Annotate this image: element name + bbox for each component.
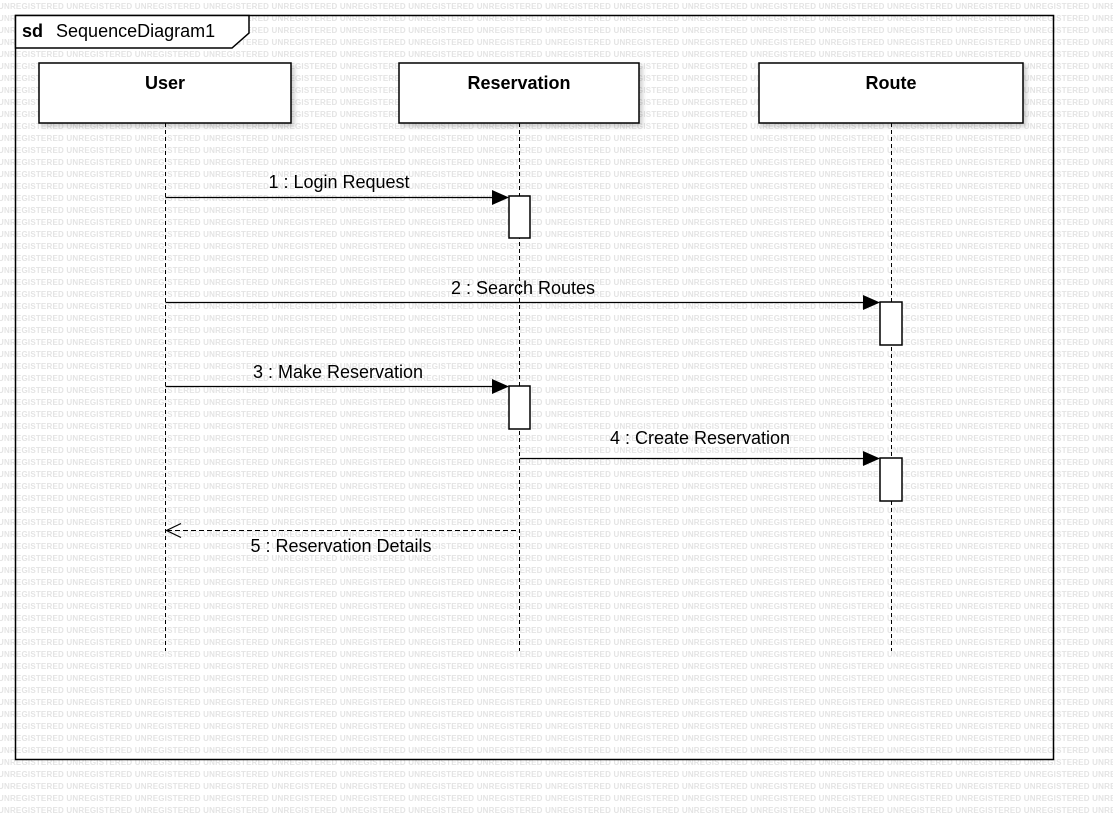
- lifeline-name-route: Route: [866, 73, 917, 93]
- message-label: 1 : Login Request: [268, 172, 409, 192]
- message-label: 4 : Create Reservation: [610, 428, 790, 448]
- message-label: 5 : Reservation Details: [250, 536, 431, 556]
- filled-arrowhead-icon: [863, 295, 880, 310]
- lifeline-user[interactable]: User: [38, 62, 292, 651]
- message-create-reservation[interactable]: 4 : Create Reservation: [519, 428, 881, 466]
- message-label: 3 : Make Reservation: [253, 362, 423, 382]
- message-label: 2 : Search Routes: [451, 278, 595, 298]
- lifeline-head-reservation[interactable]: [398, 62, 640, 124]
- lifeline-reservation[interactable]: Reservation: [398, 62, 640, 651]
- message-search-routes[interactable]: 2 : Search Routes: [165, 278, 881, 310]
- frame-label-box: [14, 14, 250, 49]
- activation-bar-reservation-2: [508, 385, 531, 430]
- frame-name: SequenceDiagram1: [56, 21, 215, 41]
- message-make-reservation[interactable]: 3 : Make Reservation: [165, 362, 510, 394]
- lifeline-route[interactable]: Route: [758, 62, 1024, 651]
- frame-label: sd SequenceDiagram1: [22, 21, 215, 41]
- activation-bar-route-2: [879, 457, 903, 502]
- filled-arrowhead-icon: [492, 190, 509, 205]
- open-arrowhead-icon: [165, 522, 182, 539]
- filled-arrowhead-icon: [863, 451, 880, 466]
- diagram-frame: [14, 14, 1055, 761]
- activation-bar-reservation-1: [508, 195, 531, 239]
- lifeline-head-user[interactable]: [38, 62, 292, 124]
- lifeline-head-route[interactable]: [758, 62, 1024, 124]
- activation-bar-route-1: [879, 301, 903, 346]
- message-reservation-details[interactable]: 5 : Reservation Details: [165, 522, 520, 557]
- filled-arrowhead-icon: [492, 379, 509, 394]
- frame-keyword: sd: [22, 21, 43, 41]
- lifeline-name-user: User: [145, 73, 185, 93]
- lifeline-name-reservation: Reservation: [467, 73, 570, 93]
- message-login-request[interactable]: 1 : Login Request: [165, 172, 510, 205]
